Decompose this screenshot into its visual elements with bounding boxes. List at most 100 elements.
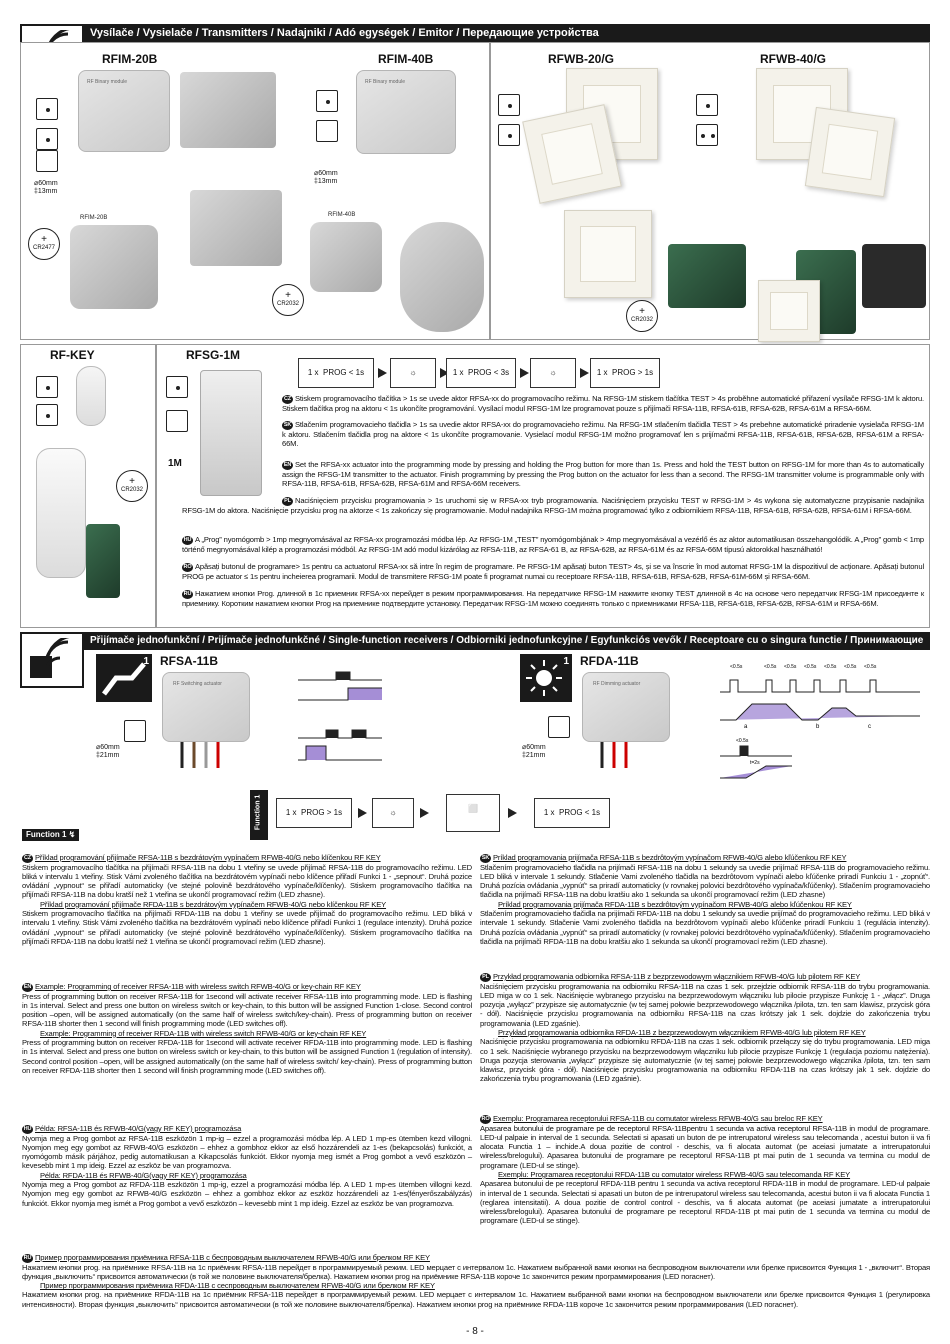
rfsa11b-dim2: ‡21mm <box>96 752 120 759</box>
keychain-icon <box>36 404 58 426</box>
rfsa11b-dimension-icon <box>124 720 146 742</box>
switch-icon <box>36 128 58 150</box>
rfsg1m-unit-label: 1M <box>168 458 182 469</box>
rfsg-text-sk: Stlačením programovacieho tlačidla > 1s … <box>282 420 924 448</box>
timing-phase-a: a <box>744 724 748 730</box>
rfsg1m-panel <box>156 344 930 628</box>
timing-label-5: <0.5s <box>824 664 837 670</box>
timing-phase-b: b <box>816 724 820 730</box>
timing-label-7: <0.5s <box>864 664 877 670</box>
example-en-heading-1: Example: Programming of receiver RFSA-11… <box>35 982 361 991</box>
example-ru-text-2: Нажатием кнопки prog. на приёмнике RFDA-… <box>22 1290 930 1309</box>
rfwb40g-title: RFWB-40/G <box>760 52 826 66</box>
example-hu-heading-2: Példa: RFDA-11B és RFWB-40/G(vagy RF KEY… <box>40 1170 247 1180</box>
example-hu-text-1: Nyomja meg a Prog gombot az RFSA-11B esz… <box>22 1133 472 1171</box>
flow-arrow-2 <box>440 368 449 378</box>
timing-phase-c: c <box>868 724 871 730</box>
example-ro-heading-1: Exemplu: Programarea receptorului RFSA-1… <box>493 1114 823 1123</box>
page-number: - 8 - <box>466 1326 484 1337</box>
timing-label-2: <0.5s <box>764 664 777 670</box>
transmitters-header: Vysílače / Vysielače / Transmitters / Na… <box>20 24 930 42</box>
double-rocker-icon <box>696 124 718 146</box>
rfim20b-device-image: RF Binary module <box>78 70 170 152</box>
rfim40b-photo-label: RFIM-40B <box>328 212 356 218</box>
example-hu-text-2: Nyomja meg a Prog gombot az RFDA-11B esz… <box>22 1179 472 1208</box>
rfsg-led-step-2: ☼ <box>530 358 576 388</box>
rfwb-frame-photo <box>862 244 926 308</box>
battery-cr2032-label-3: CR2032 <box>120 487 143 493</box>
rfkey-open-image <box>36 448 86 578</box>
flag-ru-2: RU <box>22 1253 33 1263</box>
transmitters-header-title: Vysílače / Vysielače / Transmitters / Na… <box>90 27 599 39</box>
rfim-mount-photo <box>190 190 282 266</box>
rfwb-open-switch <box>564 210 652 298</box>
rfsg-text-ro: Apăsați butonul de programare> 1s pentru… <box>182 562 924 581</box>
rfim40b-mount-photo <box>400 222 484 332</box>
flag-sk-2: SK <box>480 853 491 863</box>
example-ru-heading-1: Пример программирования приёмника RFSA-1… <box>35 1253 430 1262</box>
rfsa11b-wires <box>180 742 220 768</box>
rf-wave-icon-4 <box>696 94 718 116</box>
rfsa11b-badge: 1 <box>143 656 149 667</box>
rfim20b-battery-photo: RFIM-20B <box>70 215 158 309</box>
rfsg-step-3-text: PROG > 1s <box>612 368 654 377</box>
func-arrow-2 <box>420 808 429 818</box>
func-arrow-3 <box>508 808 517 818</box>
rfim40b-dim1: ⌀60mm <box>314 170 338 177</box>
func-step-1: 1 x PROG > 1s <box>276 798 352 828</box>
rf-wave-icon-5 <box>36 376 58 398</box>
flag-cz-2: CZ <box>22 853 33 863</box>
rf-wave-icon-2 <box>316 90 338 112</box>
rfsa11b-function-icon: 1 <box>96 654 152 702</box>
dimension-icon-2 <box>316 120 338 142</box>
rfsg-step-2: 1 x PROG < 3s <box>446 358 516 388</box>
flag-sk: SK <box>282 420 293 430</box>
example-hu-heading-1: Példa: RFSA-11B és RFWB-40/G(vagy RF KEY… <box>35 1124 242 1133</box>
battery-cr2032-icon-2: +CR2032 <box>626 300 658 332</box>
receivers-header: Přijímače jednofunkční / Prijímače jedno… <box>20 632 930 664</box>
rfim40b-dim2: ‡13mm <box>314 178 338 185</box>
rfkey-image <box>76 366 106 426</box>
rfsa11b-device-image: RF Switching actuator <box>162 672 250 742</box>
function1-vertical-label: Function 1 <box>254 794 262 831</box>
rfim40b-module-text: RF Binary module <box>365 79 406 85</box>
rfda11b-badge: 1 <box>563 656 569 667</box>
flow-arrow-4 <box>580 368 589 378</box>
example-ro-text-1: Apasarea butonului de programare pe de r… <box>480 1123 930 1170</box>
rfda11b-dim1: ⌀60mm <box>522 744 546 751</box>
flag-hu: HU <box>182 535 193 545</box>
rf-wave-icon-3 <box>498 94 520 116</box>
timing-label-4: <0.5s <box>804 664 817 670</box>
rfda11b-dim2: ‡21mm <box>522 752 546 759</box>
example-ro-heading-2: Exemplu: Programarea receptorului RFDA-1… <box>498 1169 851 1179</box>
rfim20b-title: RFIM-20B <box>102 52 158 66</box>
flow-arrow-1 <box>378 368 387 378</box>
single-rocker-icon <box>498 124 520 146</box>
rfim40b-device-image: RF Binary module <box>356 70 456 154</box>
function1-vertical-tag: Function 1 <box>250 790 268 840</box>
example-pl-heading-2: Przykład programowania odbiornika RFDA-1… <box>498 1027 866 1037</box>
battery-cr2477-label: CR2477 <box>32 245 55 251</box>
rfim20b-dim2: ‡13mm <box>34 188 58 195</box>
rfsg-step-1-count: 1 x <box>307 368 319 377</box>
battery-cr2032-label-2: CR2032 <box>630 317 653 323</box>
flag-en: EN <box>282 460 293 470</box>
example-ro-text-2: Apasarea butonului de pe receptorul RFDA… <box>480 1179 930 1226</box>
example-cz-heading-2: Příklad programování přijímače RFDA-11B … <box>40 899 387 909</box>
rfsg-step-3-count: 1 x <box>596 368 608 377</box>
rfda11b-timing-1: <0.5s <0.5s <0.5s <0.5s <0.5s <0.5s <0.5… <box>720 664 920 730</box>
flag-en-2: EN <box>22 982 33 992</box>
function1-tag: Function 1 ↯ <box>22 829 80 841</box>
example-ru-heading-2: Пример программирования приёмника RFDA-1… <box>40 1281 435 1291</box>
dimension-icon <box>36 150 58 172</box>
